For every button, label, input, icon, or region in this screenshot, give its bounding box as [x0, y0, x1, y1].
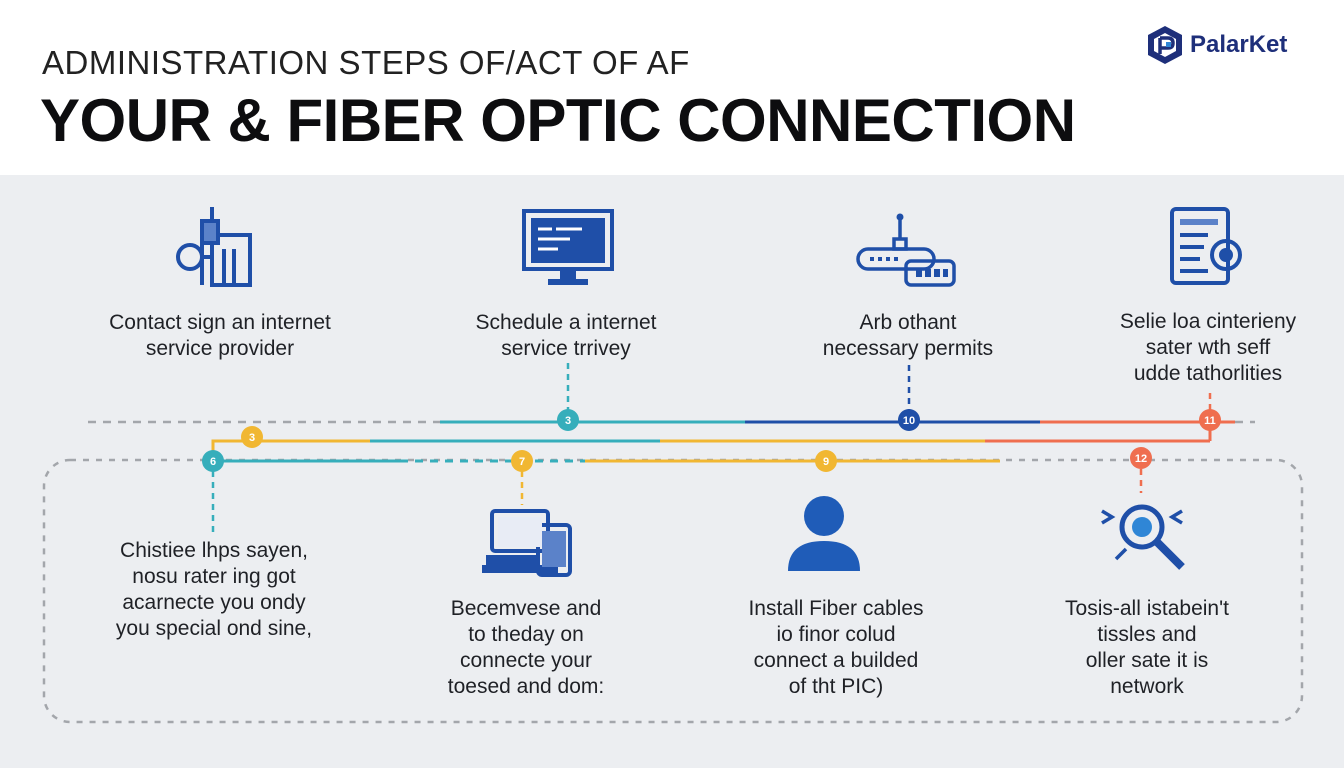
svg-text:3: 3	[565, 415, 571, 427]
node-top-4: 11	[1199, 409, 1221, 431]
monitor-icon	[522, 209, 614, 285]
step-label-bottom-1: Chistiee lhps sayen, nosu rater ing got …	[115, 539, 313, 640]
node-bottom-1: 6	[202, 450, 224, 472]
router-icon	[856, 213, 956, 287]
step-label-bottom-2: Becemvese and to theday on connecte your…	[447, 597, 605, 698]
node-top-3: 10	[898, 409, 920, 431]
step-label-top-1: Contact sign an internet service provide…	[109, 311, 331, 360]
document-icon	[1170, 207, 1242, 285]
svg-text:3: 3	[249, 432, 255, 444]
logo: PalarKet	[1146, 24, 1287, 66]
node-bottom-4: 12	[1130, 447, 1152, 469]
step-label-bottom-3: Install Fiber cables io finor colud conn…	[748, 597, 924, 698]
subtitle: ADMINISTRATION STEPS OF/ACT OF AF	[42, 44, 690, 81]
svg-text:9: 9	[823, 456, 829, 468]
timeline-diagram: 3 10 11 3 6 7 9 12	[42, 363, 1304, 724]
node-extra: 3	[241, 426, 263, 448]
step-label-top-3: Arb othant necessary permits	[822, 311, 994, 360]
svg-text:6: 6	[210, 456, 216, 468]
building-icon	[176, 207, 252, 287]
node-top-2: 3	[557, 409, 579, 431]
step-label-top-4: Selie loa cinterieny sater wth seff udde…	[1119, 310, 1297, 385]
node-bottom-3: 9	[815, 450, 837, 472]
laptop-phone-icon	[482, 509, 572, 577]
svg-text:11: 11	[1204, 415, 1216, 427]
logo-text: PalarKet	[1190, 31, 1288, 58]
magnifier-icon	[1101, 504, 1185, 570]
svg-text:10: 10	[903, 415, 915, 427]
svg-text:7: 7	[519, 456, 525, 468]
step-label-top-2: Schedule a internet service trrivey	[475, 311, 657, 360]
logo-icon	[1148, 26, 1182, 64]
page-title: YOUR & FIBER OPTIC CONNECTION	[40, 87, 1076, 154]
svg-text:12: 12	[1135, 453, 1147, 465]
diagram-panel: 3 10 11 3 6 7 9 12	[0, 175, 1344, 768]
user-icon	[788, 496, 860, 571]
node-bottom-2: 7	[511, 450, 533, 472]
header: ADMINISTRATION STEPS OF/ACT OF AF YOUR &…	[0, 0, 1344, 175]
step-label-bottom-4: Tosis-all istabein't tissles and oller s…	[1065, 597, 1229, 698]
